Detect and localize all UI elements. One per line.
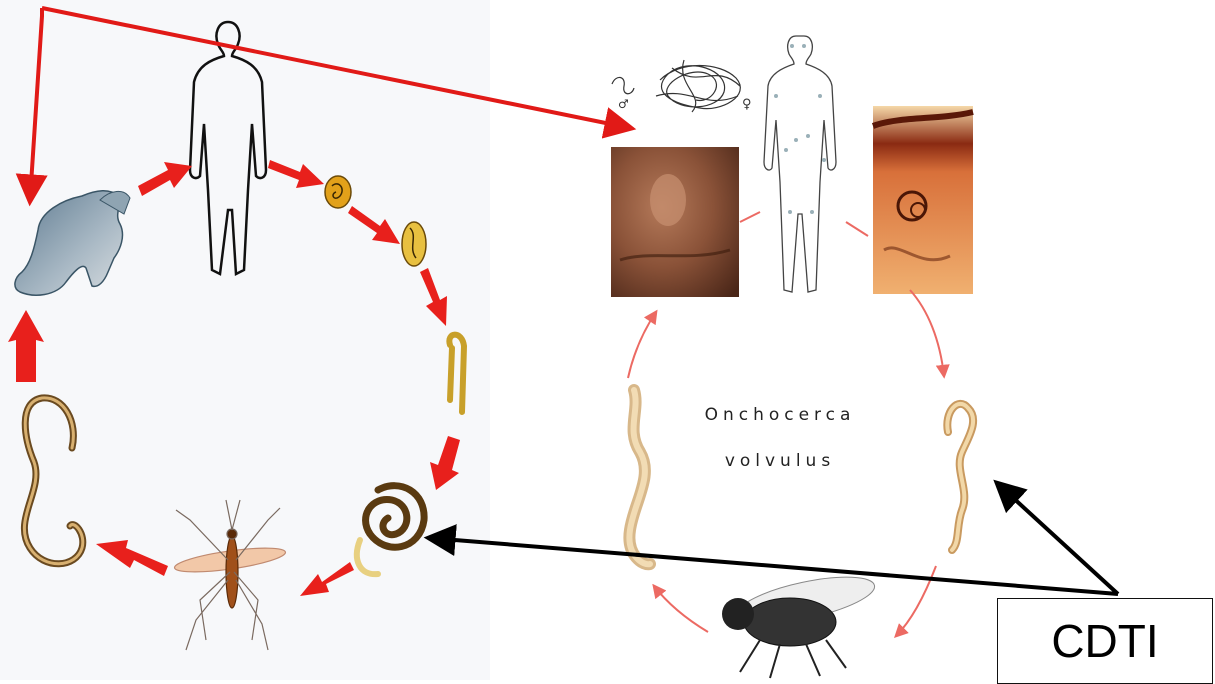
human-outline-icon-right bbox=[764, 36, 836, 292]
adult-worm-right bbox=[629, 390, 650, 564]
left-panel-bg bbox=[0, 0, 490, 680]
species-label-line2: volvulus bbox=[650, 451, 910, 471]
male-symbol: ♂ bbox=[618, 97, 629, 111]
cdti-label-box: CDTI bbox=[997, 598, 1213, 684]
species-label-line1: Onchocerca bbox=[650, 405, 910, 425]
blackfly-icon bbox=[722, 568, 878, 678]
female-symbol: ♀ bbox=[742, 97, 752, 112]
skin-histology-photo bbox=[873, 106, 973, 294]
annotation-black-arrows bbox=[430, 484, 1118, 594]
skin-nodule-photo bbox=[611, 147, 739, 297]
adult-worm-tangle-icon bbox=[612, 60, 740, 112]
microfilaria-stage-1 bbox=[325, 176, 351, 208]
microfilaria-icon bbox=[947, 404, 973, 550]
microfilaria-stage-2 bbox=[402, 222, 426, 266]
